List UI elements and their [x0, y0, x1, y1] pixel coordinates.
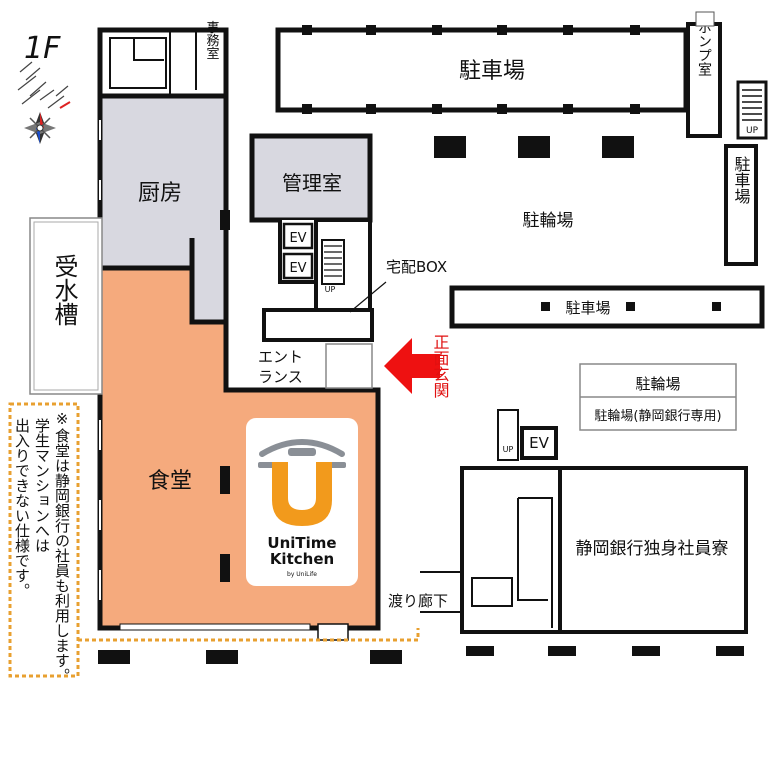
bicycle-parking-label: 駐輪場 [523, 211, 574, 231]
note-line3: 出入りできない仕様です。 [13, 418, 31, 598]
note-line1: ※食堂は静岡銀行の社員も利用します。 [53, 410, 71, 683]
ev3-label: EV [529, 434, 549, 452]
unitime-kitchen-logo: UniTime Kitchen by UniLife [246, 418, 358, 586]
floor-label: 1F [24, 31, 61, 66]
bicycle-box-title: 駐輪場 [635, 375, 680, 393]
parking-top-label: 駐車場 [459, 59, 525, 84]
logo-name-line2: Kitchen [270, 550, 334, 568]
up-label-right: UP [746, 126, 759, 136]
parking-right-label: 駐車場 [732, 156, 751, 205]
note-box [8, 402, 80, 678]
note-line2: 学生マンションへは [33, 418, 51, 553]
office-label: 事務室 [204, 21, 220, 60]
water-tank-label: 受水槽 [50, 254, 78, 326]
ev1-label: EV [289, 231, 306, 246]
up-label-center: UP [325, 285, 336, 294]
dormitory-label: 静岡銀行独身社員寮 [576, 539, 729, 559]
logo-byline: by UniLife [287, 571, 317, 578]
bicycle-box-sub: 駐輪場(静岡銀行専用) [594, 408, 721, 424]
corridor-label: 渡り廊下 [388, 592, 448, 610]
main-entrance-label: 正面玄関 [431, 334, 450, 399]
parking-mid-label: 駐車場 [565, 299, 610, 317]
logo-name-line1: UniTime [267, 534, 336, 552]
delivery-box-label: 宅配BOX [386, 258, 447, 276]
stairs-icon [736, 80, 768, 140]
kitchen-label: 厨房 [138, 181, 182, 206]
entrance-line1: エント [258, 348, 303, 366]
stairs-icon-center [321, 239, 345, 285]
management-label: 管理室 [282, 171, 342, 195]
pump-room-label: ポンプ室 [696, 20, 712, 76]
entrance-line2: ランス [258, 368, 303, 386]
ev2-label: EV [289, 261, 306, 276]
stairs-icon-lower [497, 409, 519, 461]
entrance-arrow-icon [384, 338, 440, 394]
compass-icon [17, 61, 71, 144]
dining-label: 食堂 [148, 469, 192, 494]
up-label-lower: UP [503, 445, 514, 454]
